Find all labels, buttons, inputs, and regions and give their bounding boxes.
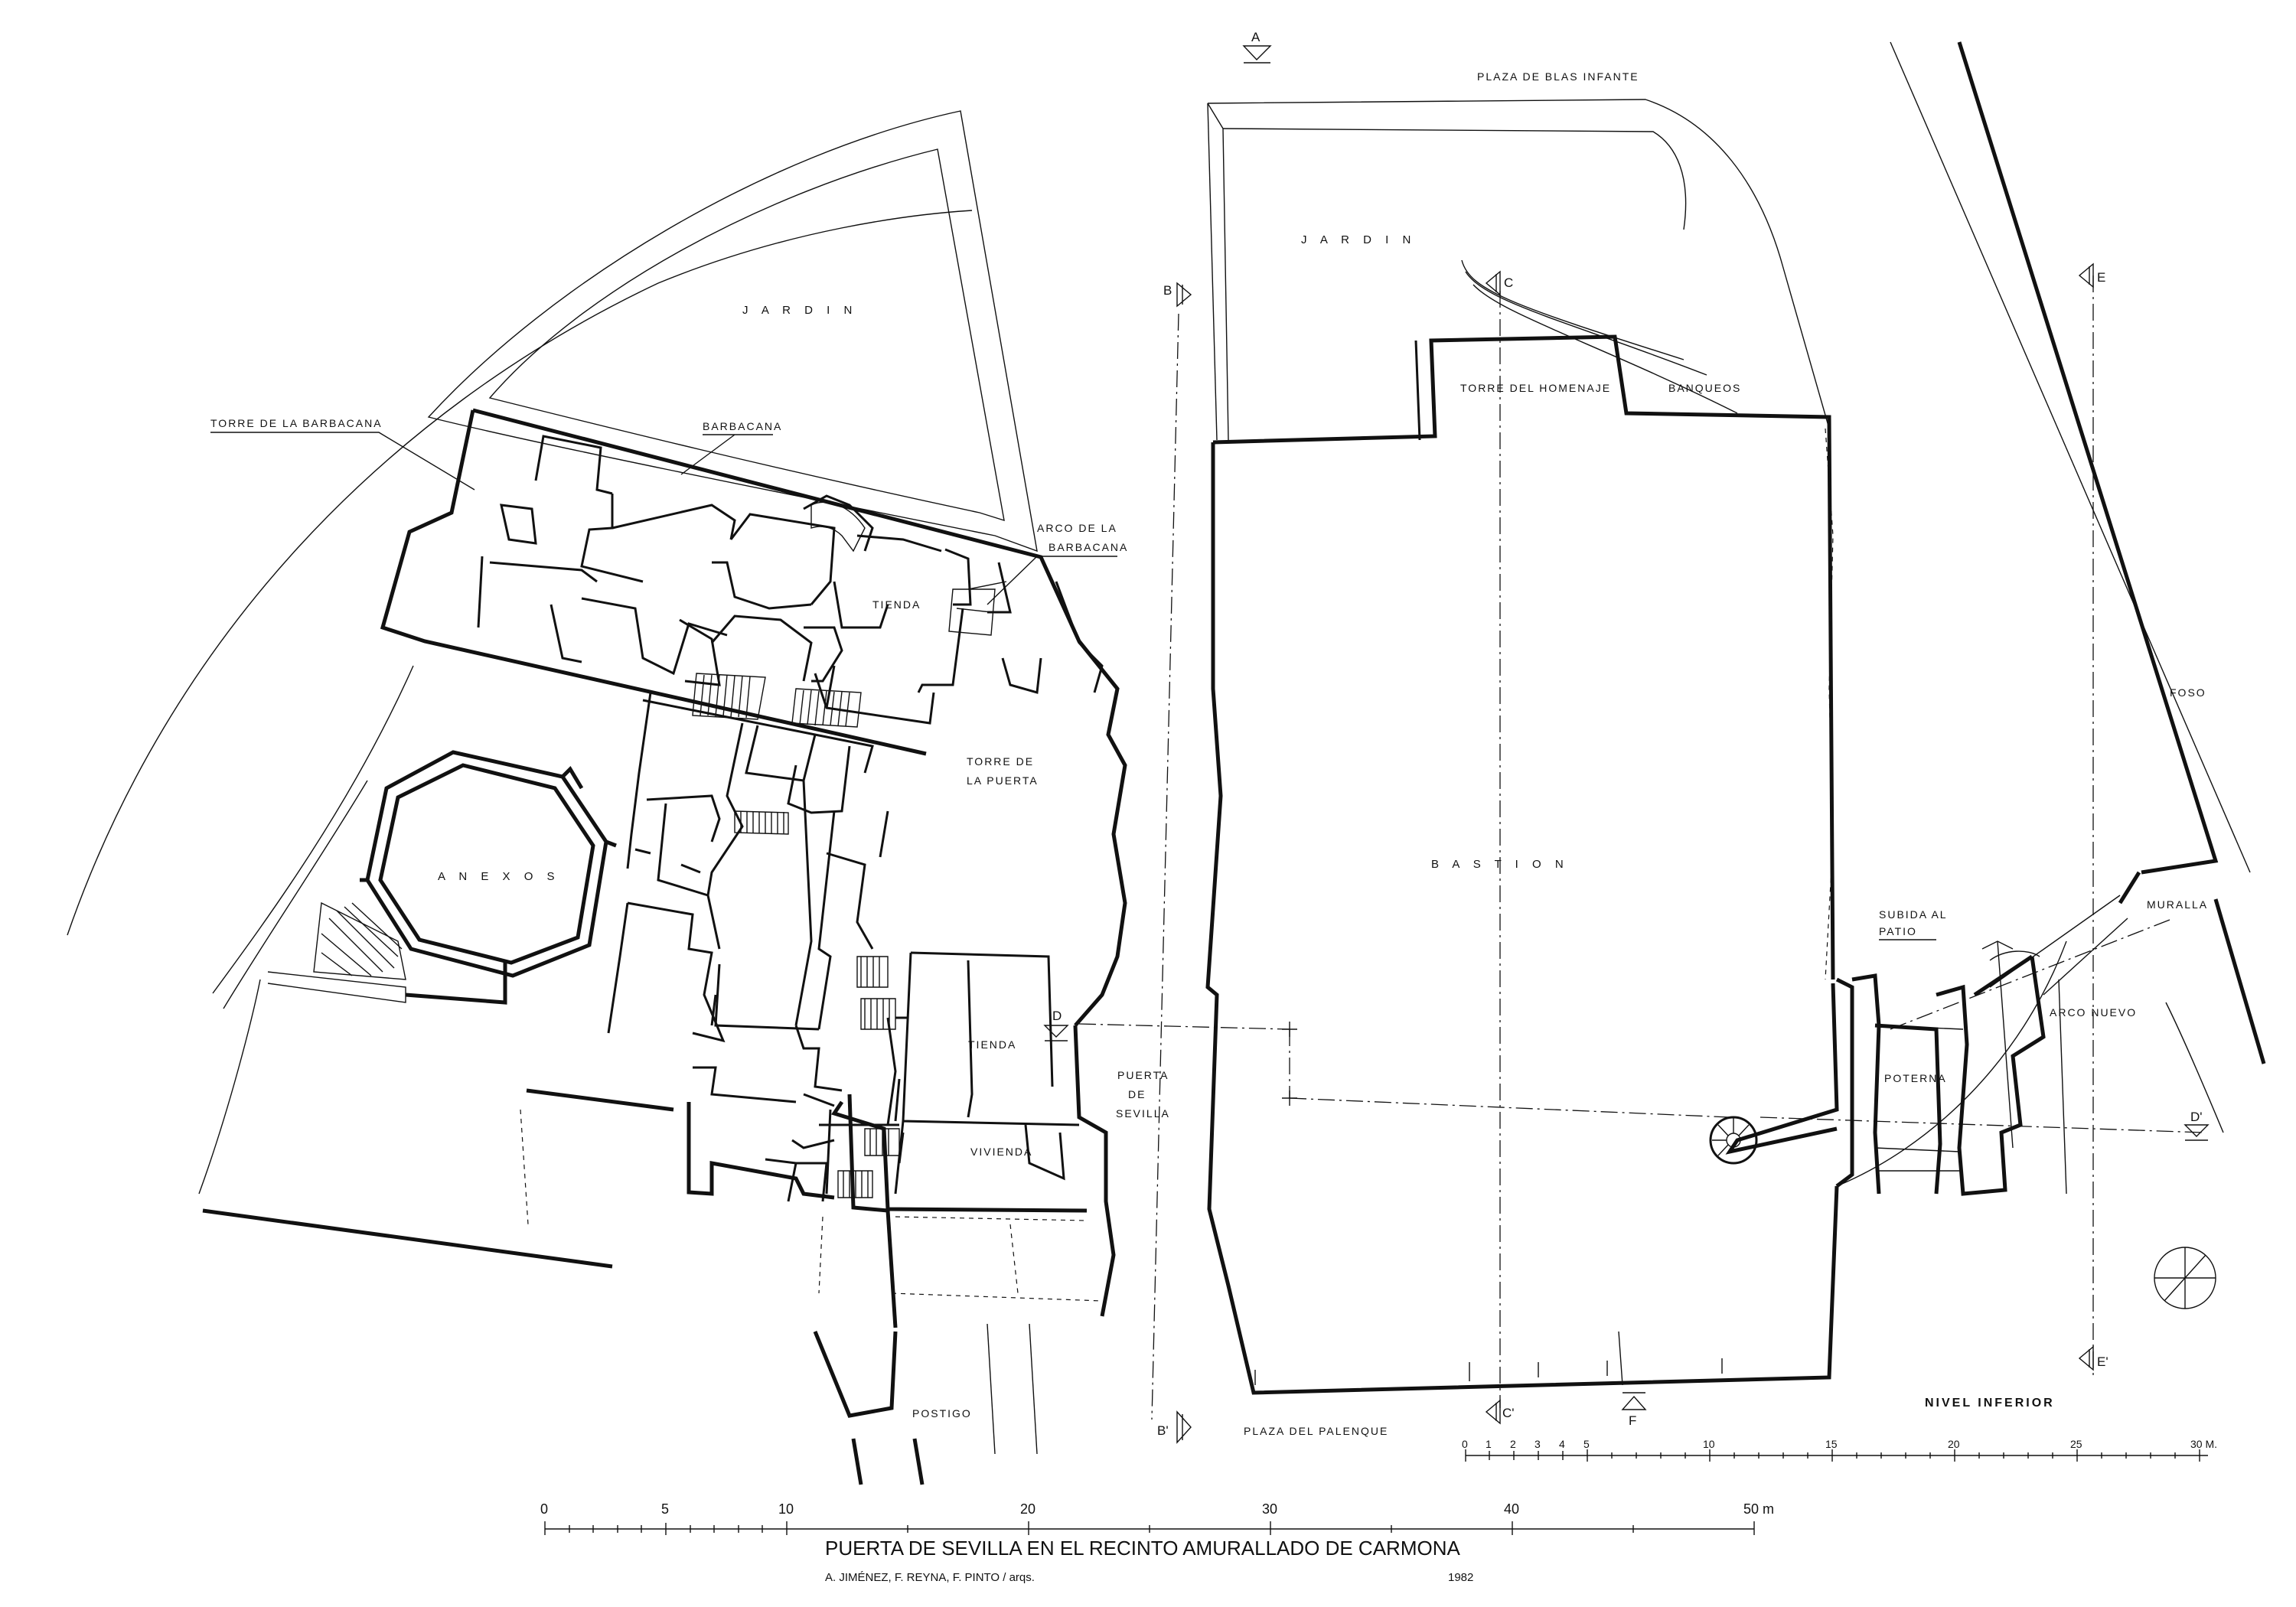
label-muralla: MURALLA bbox=[2147, 898, 2208, 911]
marker-b-prime: B' bbox=[1157, 1423, 1169, 1438]
sec-tick-end: 30 M. bbox=[2190, 1438, 2217, 1450]
sec-tick-2: 2 bbox=[1510, 1438, 1516, 1450]
label-arco-barbacana-2: BARBACANA bbox=[1049, 541, 1128, 553]
main-tick-30: 30 bbox=[1262, 1501, 1277, 1517]
foso-moat-wall bbox=[1957, 41, 2266, 1064]
sec-tick-0: 0 bbox=[1462, 1438, 1468, 1450]
bastion-east-face bbox=[1254, 428, 1834, 1386]
main-tick-5: 5 bbox=[661, 1501, 669, 1517]
sec-tick-10: 10 bbox=[1703, 1438, 1715, 1450]
marker-f: F bbox=[1629, 1413, 1636, 1428]
main-tick-10: 10 bbox=[778, 1501, 794, 1517]
room-labels: J A R D I N TORRE DE LA BARBACANA BARBAC… bbox=[210, 70, 2208, 1437]
west-building-interior bbox=[477, 435, 1104, 1202]
label-vivienda: VIVIENDA bbox=[970, 1146, 1032, 1158]
label-tienda-lower: TIENDA bbox=[968, 1038, 1016, 1051]
marker-d-prime: D' bbox=[2190, 1110, 2203, 1124]
label-jardin-east: J A R D I N bbox=[1301, 233, 1416, 246]
label-torre-homenaje: TORRE DEL HOMENAJE bbox=[1460, 382, 1611, 394]
level-label: NIVEL INFERIOR bbox=[1925, 1397, 2055, 1410]
label-torre-puerta-1: TORRE DE bbox=[967, 755, 1034, 768]
section-marker-triangles bbox=[1043, 45, 2210, 1444]
label-subida-patio-2: PATIO bbox=[1879, 925, 1917, 937]
spiral-stair-east bbox=[1709, 1116, 1758, 1165]
marker-e: E bbox=[2097, 270, 2105, 285]
label-jardin-west: J A R D I N bbox=[742, 304, 857, 317]
west-stairs bbox=[267, 501, 1007, 1198]
north-arrow-symbol bbox=[2154, 1247, 2216, 1309]
main-tick-0: 0 bbox=[540, 1501, 548, 1517]
site-context-lines bbox=[67, 41, 2251, 1195]
main-scale-bar: 0 5 10 20 30 40 50 m bbox=[540, 1501, 1774, 1535]
sec-tick-25: 25 bbox=[2070, 1438, 2082, 1450]
marker-c-prime: C' bbox=[1502, 1406, 1515, 1420]
sec-tick-20: 20 bbox=[1948, 1438, 1960, 1450]
label-torre-barbacana: TORRE DE LA BARBACANA bbox=[210, 417, 383, 429]
label-subida-patio-1: SUBIDA AL bbox=[1879, 908, 1948, 921]
west-building-walls bbox=[202, 408, 1127, 1328]
marker-b: B bbox=[1163, 283, 1172, 298]
drawing-year: 1982 bbox=[1448, 1571, 1473, 1584]
label-arco-barbacana-1: ARCO DE LA bbox=[1037, 522, 1117, 534]
title-block: PUERTA DE SEVILLA EN EL RECINTO AMURALLA… bbox=[825, 1537, 1473, 1584]
poterna-structure bbox=[1851, 940, 2046, 1196]
west-garden-outline bbox=[427, 110, 1038, 553]
main-tick-20: 20 bbox=[1020, 1501, 1035, 1517]
main-tick-end: 50 m bbox=[1743, 1501, 1774, 1517]
bastion-walls bbox=[1205, 103, 1854, 1395]
marker-c: C bbox=[1504, 275, 1513, 290]
label-anexos: A N E X O S bbox=[438, 870, 560, 883]
label-puerta-sevilla-2: DE bbox=[1128, 1088, 1146, 1100]
postigo-walls bbox=[520, 1109, 1103, 1485]
marker-d: D bbox=[1052, 1009, 1062, 1023]
label-arco-nuevo: ARCO NUEVO bbox=[2050, 1006, 2137, 1019]
drawing-authors: A. JIMÉNEZ, F. REYNA, F. PINTO / arqs. bbox=[825, 1571, 1035, 1584]
section-marker-labels: A B B' C C' D D' E E' F bbox=[1052, 30, 2203, 1438]
anexos-octagon bbox=[360, 750, 617, 978]
label-barbacana: BARBACANA bbox=[703, 420, 782, 432]
label-postigo: POSTIGO bbox=[912, 1407, 972, 1420]
label-poterna: POTERNA bbox=[1884, 1072, 1947, 1084]
label-bastion: B A S T I O N bbox=[1431, 858, 1569, 871]
sec-tick-4: 4 bbox=[1559, 1438, 1565, 1450]
sec-tick-1: 1 bbox=[1486, 1438, 1492, 1450]
label-foso: FOSO bbox=[2170, 686, 2206, 699]
label-tienda-upper: TIENDA bbox=[872, 598, 921, 611]
label-banqueos: BANQUEOS bbox=[1668, 382, 1741, 394]
sec-tick-5: 5 bbox=[1583, 1438, 1590, 1450]
muralla-wall bbox=[1989, 871, 2141, 996]
label-puerta-sevilla-1: PUERTA bbox=[1117, 1069, 1169, 1081]
secondary-scale-bar: 0 1 2 3 4 5 10 15 20 25 30 M. bbox=[1462, 1438, 2217, 1462]
label-plaza-blas-infante: PLAZA DE BLAS INFANTE bbox=[1477, 70, 1639, 83]
label-torre-puerta-2: LA PUERTA bbox=[967, 774, 1039, 787]
sec-tick-15: 15 bbox=[1825, 1438, 1838, 1450]
marker-e-prime: E' bbox=[2097, 1354, 2108, 1369]
section-lines bbox=[1078, 275, 2205, 1420]
drawing-title: PUERTA DE SEVILLA EN EL RECINTO AMURALLA… bbox=[825, 1537, 1460, 1560]
sec-tick-3: 3 bbox=[1534, 1438, 1541, 1450]
main-tick-40: 40 bbox=[1504, 1501, 1519, 1517]
label-plaza-palenque: PLAZA DEL PALENQUE bbox=[1244, 1425, 1388, 1437]
marker-a: A bbox=[1251, 30, 1261, 44]
label-puerta-sevilla-3: SEVILLA bbox=[1116, 1107, 1170, 1120]
